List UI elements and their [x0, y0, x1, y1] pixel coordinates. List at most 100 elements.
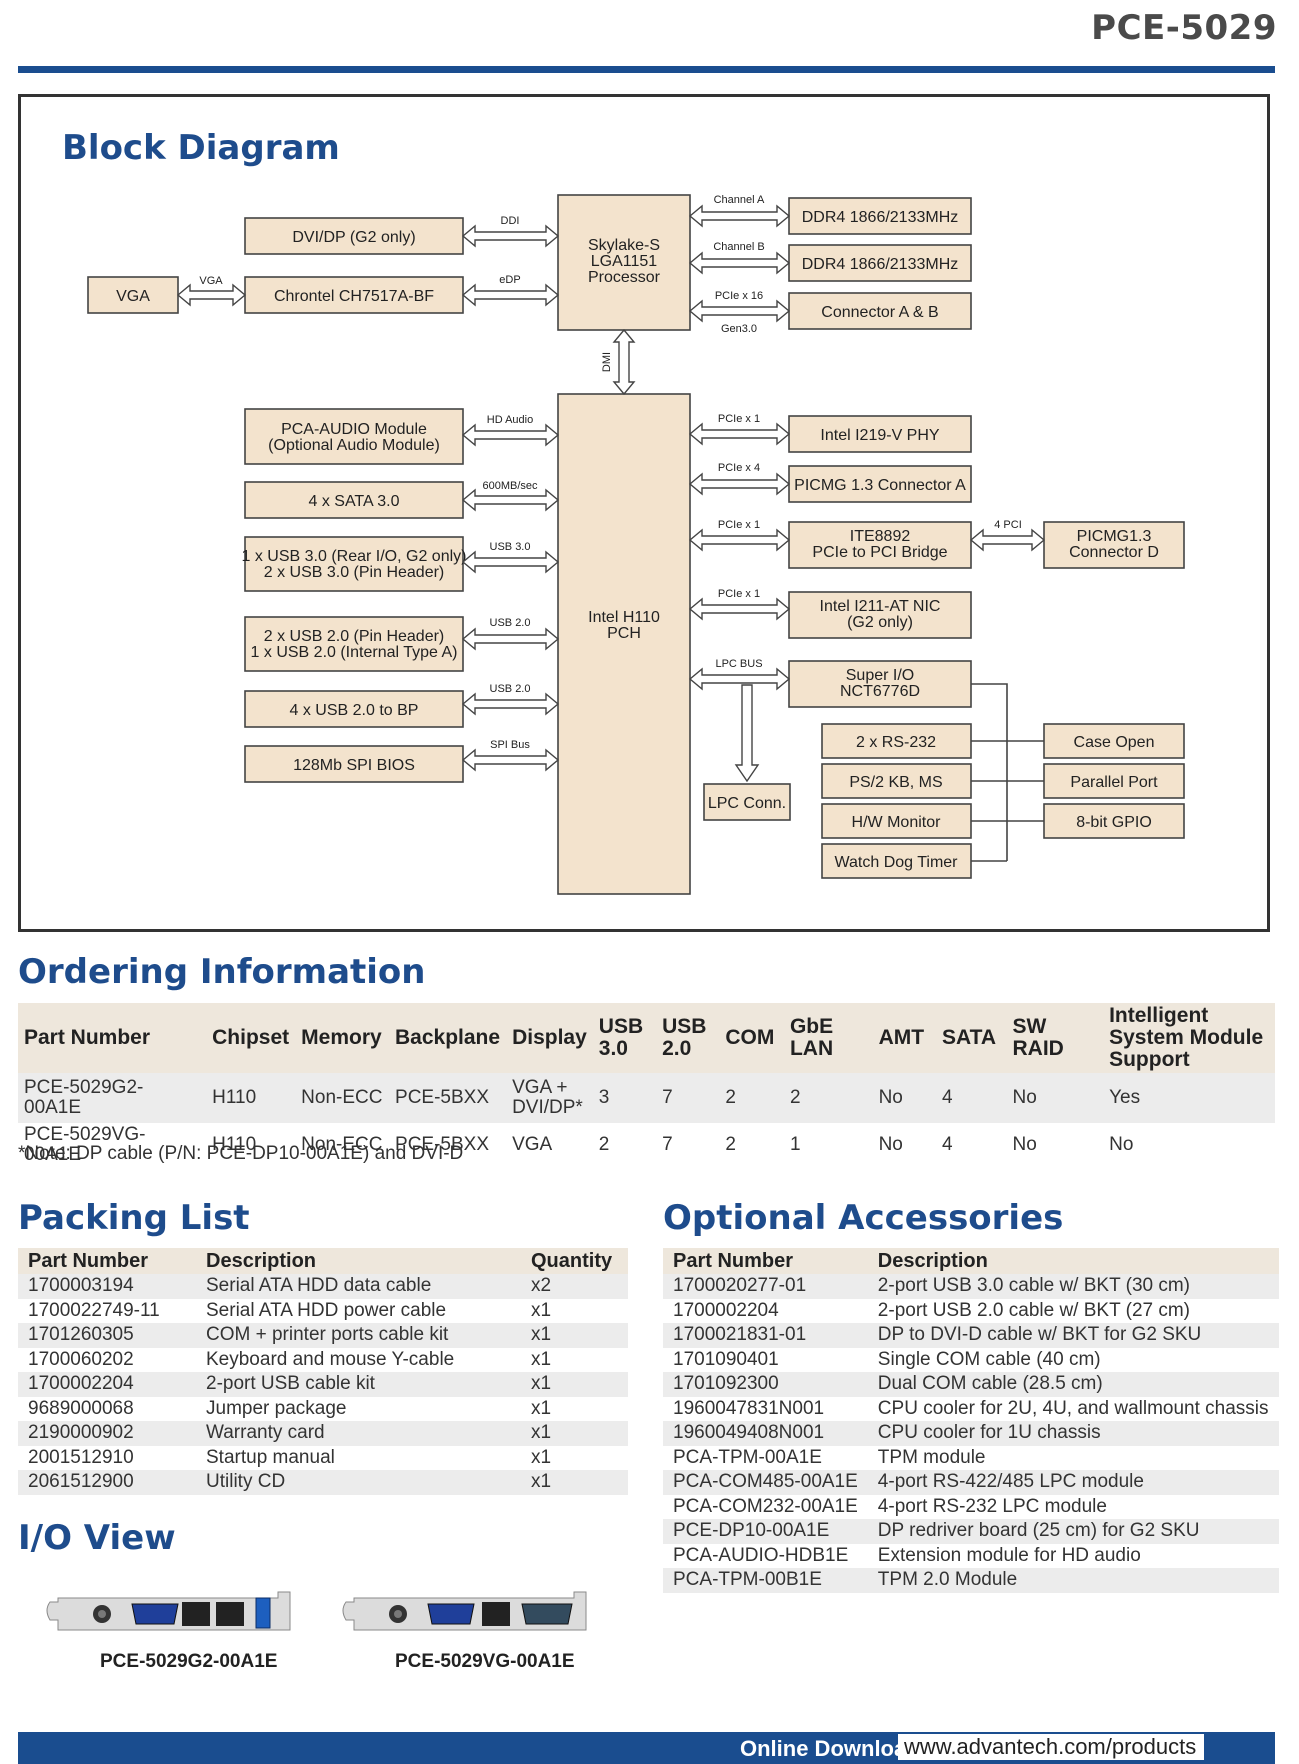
cell: CPU cooler for 2U, 4U, and wallmount cha… — [867, 1396, 1279, 1421]
box-pch-line2: PCH — [607, 625, 641, 642]
cell: PCA-TPM-00A1E — [663, 1445, 868, 1470]
cell: PCA-AUDIO-HDB1E — [663, 1543, 868, 1568]
cell: Single COM cable (40 cm) — [867, 1347, 1279, 1372]
col-sata: SATA — [935, 1003, 1007, 1073]
io-view-title: I/O View — [18, 1518, 176, 1558]
col-description: Description — [196, 1248, 521, 1274]
product-model: PCE-5029 — [1091, 8, 1277, 48]
box-audio-line2: (Optional Audio Module) — [268, 437, 440, 454]
box-sata — [244, 481, 464, 519]
box-picmg-d-line1: PICMG1.3 — [1077, 528, 1152, 545]
io-caption-g2: PCE-5029G2-00A1E — [100, 1651, 278, 1672]
arrow-usb30 — [461, 550, 560, 574]
box-usb3-line1: 1 x USB 3.0 (Rear I/O, G2 only) — [242, 548, 467, 565]
cell: 1700021831-01 — [663, 1323, 868, 1348]
col-amt: AMT — [872, 1003, 936, 1073]
cell: x1 — [521, 1421, 628, 1446]
cell: 1701092300 — [663, 1372, 868, 1397]
col-usb30: USB 3.0 — [592, 1003, 657, 1073]
box-picmg-a-label: PICMG 1.3 Connector A — [794, 477, 966, 494]
arrow-vga — [176, 283, 247, 307]
box-case-open-label: Case Open — [1074, 734, 1155, 751]
box-wdt — [821, 843, 972, 879]
cell: 2-port USB cable kit — [196, 1372, 521, 1397]
cell: 1700022749-11 — [18, 1298, 196, 1323]
cell: x1 — [521, 1445, 628, 1470]
box-parallel-label: Parallel Port — [1070, 774, 1158, 791]
cell: x2 — [521, 1274, 628, 1299]
footer-download-label: Online Download — [740, 1736, 920, 1761]
footer-url-link[interactable]: www.advantech.com/products — [898, 1734, 1204, 1760]
cell: 1 — [783, 1123, 873, 1167]
col-description: Description — [867, 1248, 1279, 1274]
cell: VGA — [506, 1123, 593, 1167]
cell: 2-port USB 2.0 cable w/ BKT (27 cm) — [867, 1298, 1279, 1323]
cell: Non-ECC — [295, 1123, 390, 1167]
table-row: PCE-5029VG-00A1E H110 Non-ECC PCE-5BXX V… — [18, 1123, 1275, 1167]
link-gen3-label: Gen3.0 — [721, 323, 757, 335]
cell: PCE-DP10-00A1E — [663, 1519, 868, 1544]
cell: 2 — [592, 1123, 657, 1167]
col-backplane: Backplane — [389, 1003, 507, 1073]
box-usb3-line2: 2 x USB 3.0 (Pin Header) — [264, 564, 445, 581]
box-ddr-a-label: DDR4 1866/2133MHz — [802, 209, 959, 226]
arrow-sata — [461, 488, 560, 512]
cell: 4-port RS-422/485 LPC module — [867, 1470, 1279, 1495]
cell: x1 — [521, 1470, 628, 1495]
superio-bus-wire — [971, 683, 1044, 862]
col-part-number: Part Number — [663, 1248, 868, 1274]
lan-port-icon — [482, 1602, 510, 1626]
cell: H110 — [206, 1073, 296, 1123]
arrow-4pci — [969, 528, 1046, 552]
box-phy — [788, 415, 972, 453]
packing-header-row: Part Number Description Quantity — [18, 1248, 628, 1274]
link-vga-label: VGA — [199, 275, 223, 287]
box-picmg-d-line2: Connector D — [1069, 544, 1159, 561]
link-lpc-bus-label: LPC BUS — [715, 658, 762, 670]
link-pcie1b-label: PCIe x 1 — [718, 519, 760, 531]
box-sata-label: 4 x SATA 3.0 — [308, 493, 399, 510]
box-rs232 — [821, 723, 972, 759]
arrow-pcie1a — [688, 422, 791, 446]
col-quantity: Quantity — [521, 1248, 628, 1274]
box-usb2bp — [244, 690, 464, 728]
box-ite-line1: ITE8892 — [850, 528, 911, 545]
cell: Keyboard and mouse Y-cable — [196, 1347, 521, 1372]
usb3-port-icon — [255, 1597, 271, 1629]
arrow-lpc-bus — [688, 667, 791, 691]
box-gpio-label: 8-bit GPIO — [1076, 814, 1152, 831]
arrow-pcie4 — [688, 472, 791, 496]
box-case-open — [1043, 723, 1185, 759]
cell: 2190000902 — [18, 1421, 196, 1446]
cell: No — [1006, 1073, 1104, 1123]
com-port-icon — [521, 1603, 573, 1625]
cell: 1700020277-01 — [663, 1274, 868, 1299]
box-ddr-b — [788, 244, 972, 282]
io-bracket-g2-image — [46, 1591, 291, 1631]
vga-port-icon — [427, 1603, 475, 1625]
cell: No — [872, 1073, 936, 1123]
accessories-header-row: Part Number Description — [663, 1248, 1279, 1274]
io-caption-vg: PCE-5029VG-00A1E — [395, 1651, 575, 1672]
cell: 2 — [719, 1073, 784, 1123]
cell: PCE-5BXX — [389, 1123, 507, 1167]
box-hwmon-label: H/W Monitor — [852, 814, 942, 831]
cell: PCA-COM485-00A1E — [663, 1470, 868, 1495]
col-sw-raid: SW RAID — [1006, 1003, 1104, 1073]
col-display: Display — [506, 1003, 593, 1073]
link-usb30-label: USB 3.0 — [490, 541, 531, 553]
cell: 4-port RS-232 LPC module — [867, 1494, 1279, 1519]
box-superio — [788, 660, 972, 708]
arrow-pcie1c — [688, 597, 791, 621]
cell: 2 — [783, 1073, 873, 1123]
cell: 1701260305 — [18, 1323, 196, 1348]
col-memory: Memory — [295, 1003, 390, 1073]
cell: x1 — [521, 1323, 628, 1348]
